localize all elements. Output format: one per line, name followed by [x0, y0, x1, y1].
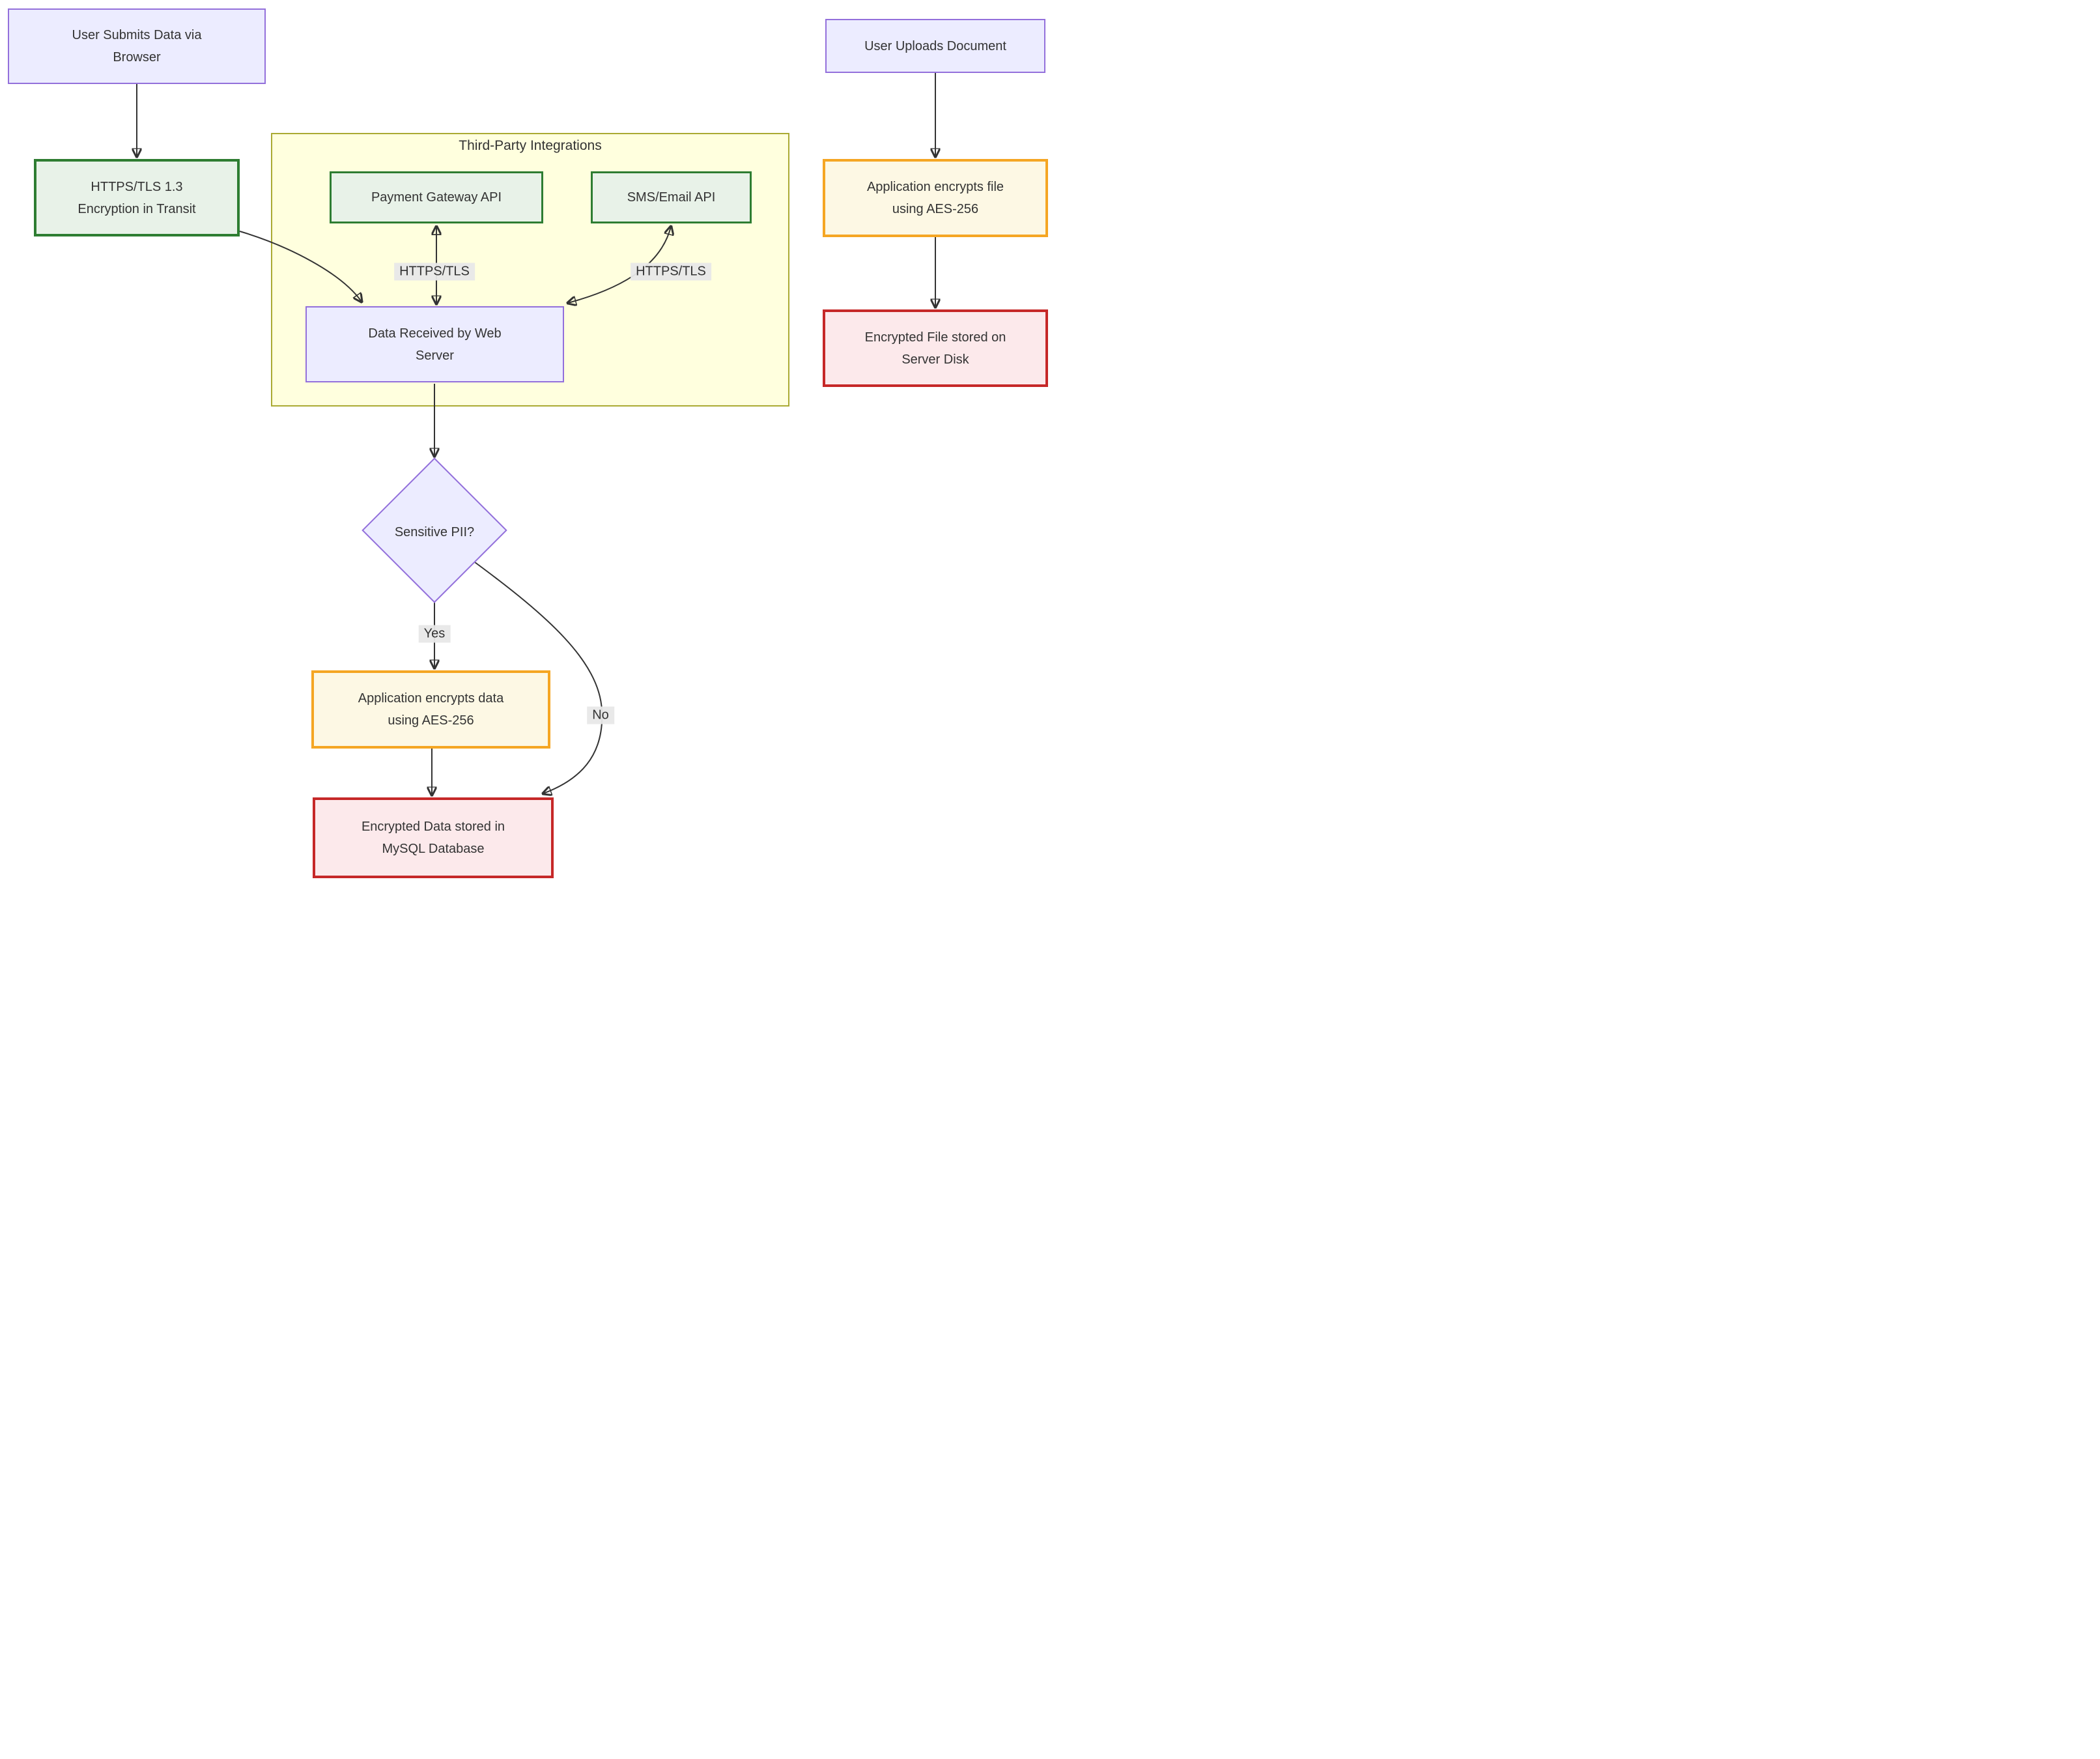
edge-label-yes: Yes: [418, 625, 451, 643]
edge-label-https-tls-sms: HTTPS/TLS: [631, 263, 711, 281]
edge-sensitive-pii-no: [474, 562, 603, 794]
node-encrypted-file-server-disk: Encrypted File stored on Server Disk: [823, 309, 1048, 387]
node-encrypted-data-mysql: Encrypted Data stored in MySQL Database: [313, 797, 554, 878]
decision-sensitive-pii-label: Sensitive PII?: [394, 524, 475, 539]
node-https-tls-encryption: HTTPS/TLS 1.3 Encryption in Transit: [34, 159, 240, 236]
node-app-encrypts-data: Application encrypts data using AES-256: [311, 670, 550, 749]
node-payment-gateway-api: Payment Gateway API: [330, 171, 543, 223]
node-sms-email-api: SMS/Email API: [591, 171, 752, 223]
node-data-received-web-server: Data Received by Web Server: [305, 306, 564, 382]
subgraph-title: Third-Party Integrations: [459, 138, 602, 153]
edge-https-tls-to-data-received: [239, 231, 362, 302]
node-app-encrypts-file: Application encrypts file using AES-256: [823, 159, 1048, 237]
flowchart-canvas: Third-Party Integrations User Submits Da…: [0, 0, 1050, 879]
node-user-submits-data: User Submits Data via Browser: [8, 8, 266, 84]
edge-label-https-tls-payment: HTTPS/TLS: [394, 263, 475, 281]
edge-label-no: No: [587, 706, 614, 724]
node-user-uploads-document: User Uploads Document: [825, 19, 1045, 73]
